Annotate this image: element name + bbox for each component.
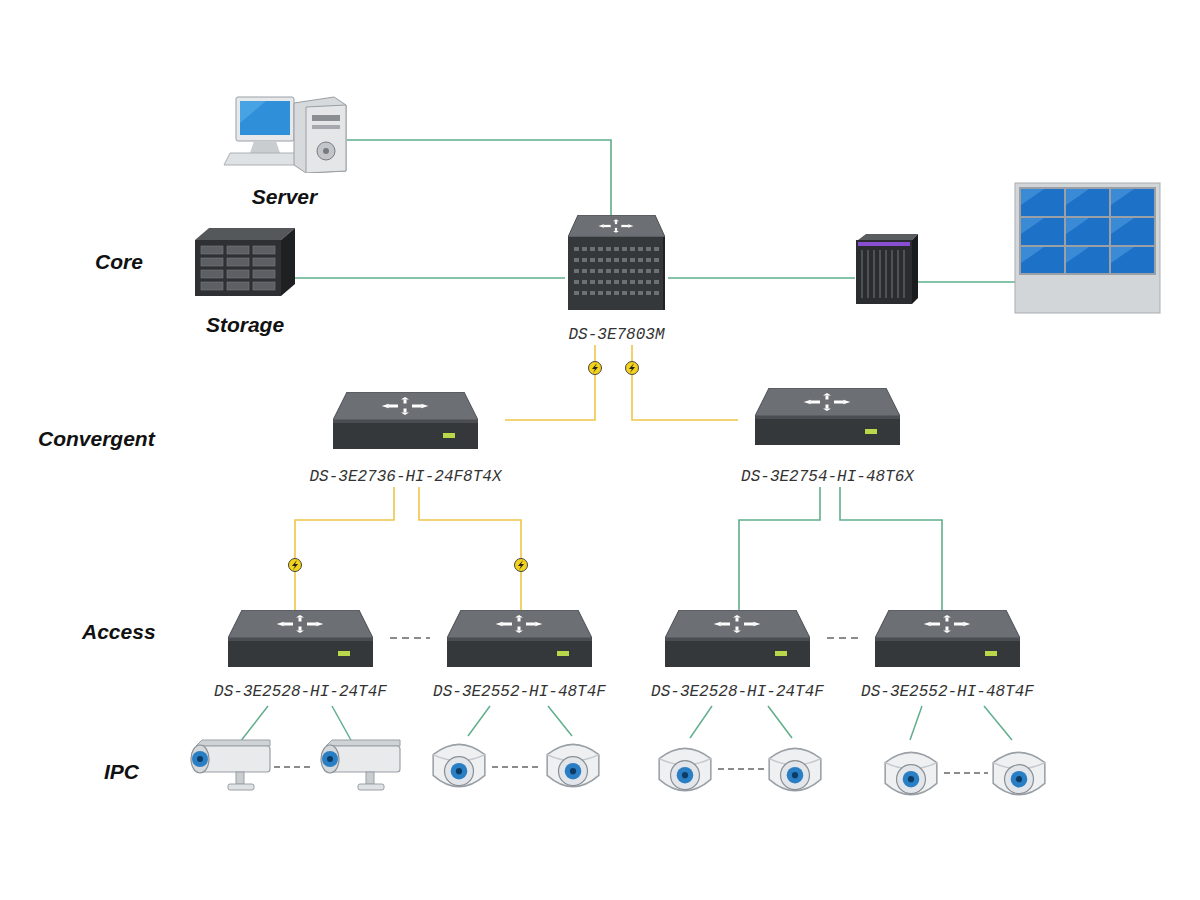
tier-label: Access	[82, 619, 156, 645]
storage-array: Storage	[195, 228, 295, 337]
bullet-camera	[321, 740, 400, 790]
access-switch: DS-3E2528-HI-24T4F	[211, 610, 390, 702]
access-switch: DS-3E2528-HI-24T4F	[648, 610, 827, 702]
surge-protector-symbol	[515, 559, 528, 572]
tier-label: Core	[95, 249, 143, 275]
model-label: DS-3E2754-HI-48T6X	[738, 467, 917, 487]
dome-camera	[885, 752, 937, 794]
convergence-switch: DS-3E2736-HI-24F8T4X	[306, 392, 505, 487]
link-line	[347, 140, 611, 215]
tier-label: IPC	[104, 759, 139, 785]
camera-wires	[240, 706, 1012, 742]
link-wire	[915, 281, 1015, 283]
dome-camera	[433, 744, 485, 786]
link-line	[632, 345, 738, 420]
decoder-chassis	[856, 234, 918, 304]
access-switch: DS-3E2552-HI-48T4F	[430, 610, 609, 702]
video-wall	[1015, 183, 1160, 313]
access-switch: DS-3E2552-HI-48T4F	[858, 610, 1037, 702]
link-wire	[668, 277, 855, 279]
computer-icon	[222, 95, 347, 173]
model-label: DS-3E2552-HI-48T4F	[858, 682, 1037, 702]
switch-icon	[875, 610, 1020, 667]
link-connector	[505, 345, 602, 420]
model-label: DS-3E7803M	[565, 325, 668, 345]
switch-icon	[447, 610, 592, 667]
link-line	[295, 277, 565, 279]
link-line	[840, 487, 942, 610]
surge-protector-symbol	[589, 362, 602, 375]
device-label: Server	[222, 185, 347, 209]
link-connector	[739, 487, 820, 610]
device-label: Storage	[195, 313, 295, 337]
link-connector	[626, 345, 739, 420]
tier-label: Convergent	[38, 426, 155, 452]
switch-icon	[755, 388, 900, 445]
dome-camera	[993, 752, 1045, 794]
link-line	[419, 487, 521, 610]
link-connector	[419, 487, 528, 610]
switch-icon	[228, 610, 373, 667]
link-line	[390, 637, 430, 639]
link-line	[739, 487, 820, 610]
model-label: DS-3E2552-HI-48T4F	[430, 682, 609, 702]
switch-icon	[333, 392, 478, 449]
switch-icon	[665, 610, 810, 667]
link-line	[827, 637, 858, 639]
dome-camera	[547, 744, 599, 786]
link-connector	[289, 487, 395, 610]
dome-camera	[659, 748, 711, 790]
model-label: DS-3E2528-HI-24T4F	[211, 682, 390, 702]
link-connector	[295, 278, 565, 279]
link-connector	[827, 638, 858, 639]
surge-protector-symbol	[626, 362, 639, 375]
surge-protector-symbol	[289, 559, 302, 572]
link-line	[295, 487, 394, 610]
convergence-switch: DS-3E2754-HI-48T6X	[738, 388, 917, 487]
link-connector	[840, 487, 942, 610]
bullet-camera	[191, 740, 270, 790]
server-computer: Server	[222, 95, 347, 209]
link-connector	[390, 638, 430, 639]
link-connector	[347, 140, 611, 215]
dome-camera	[769, 748, 821, 790]
model-label: DS-3E2736-HI-24F8T4X	[306, 467, 505, 487]
switch-icon	[568, 215, 665, 310]
link-line	[505, 345, 595, 420]
model-label: DS-3E2528-HI-24T4F	[648, 682, 827, 702]
core-switch: DS-3E7803M	[565, 215, 668, 345]
camera-ellipsis	[274, 767, 988, 773]
storage-icon	[195, 228, 295, 296]
